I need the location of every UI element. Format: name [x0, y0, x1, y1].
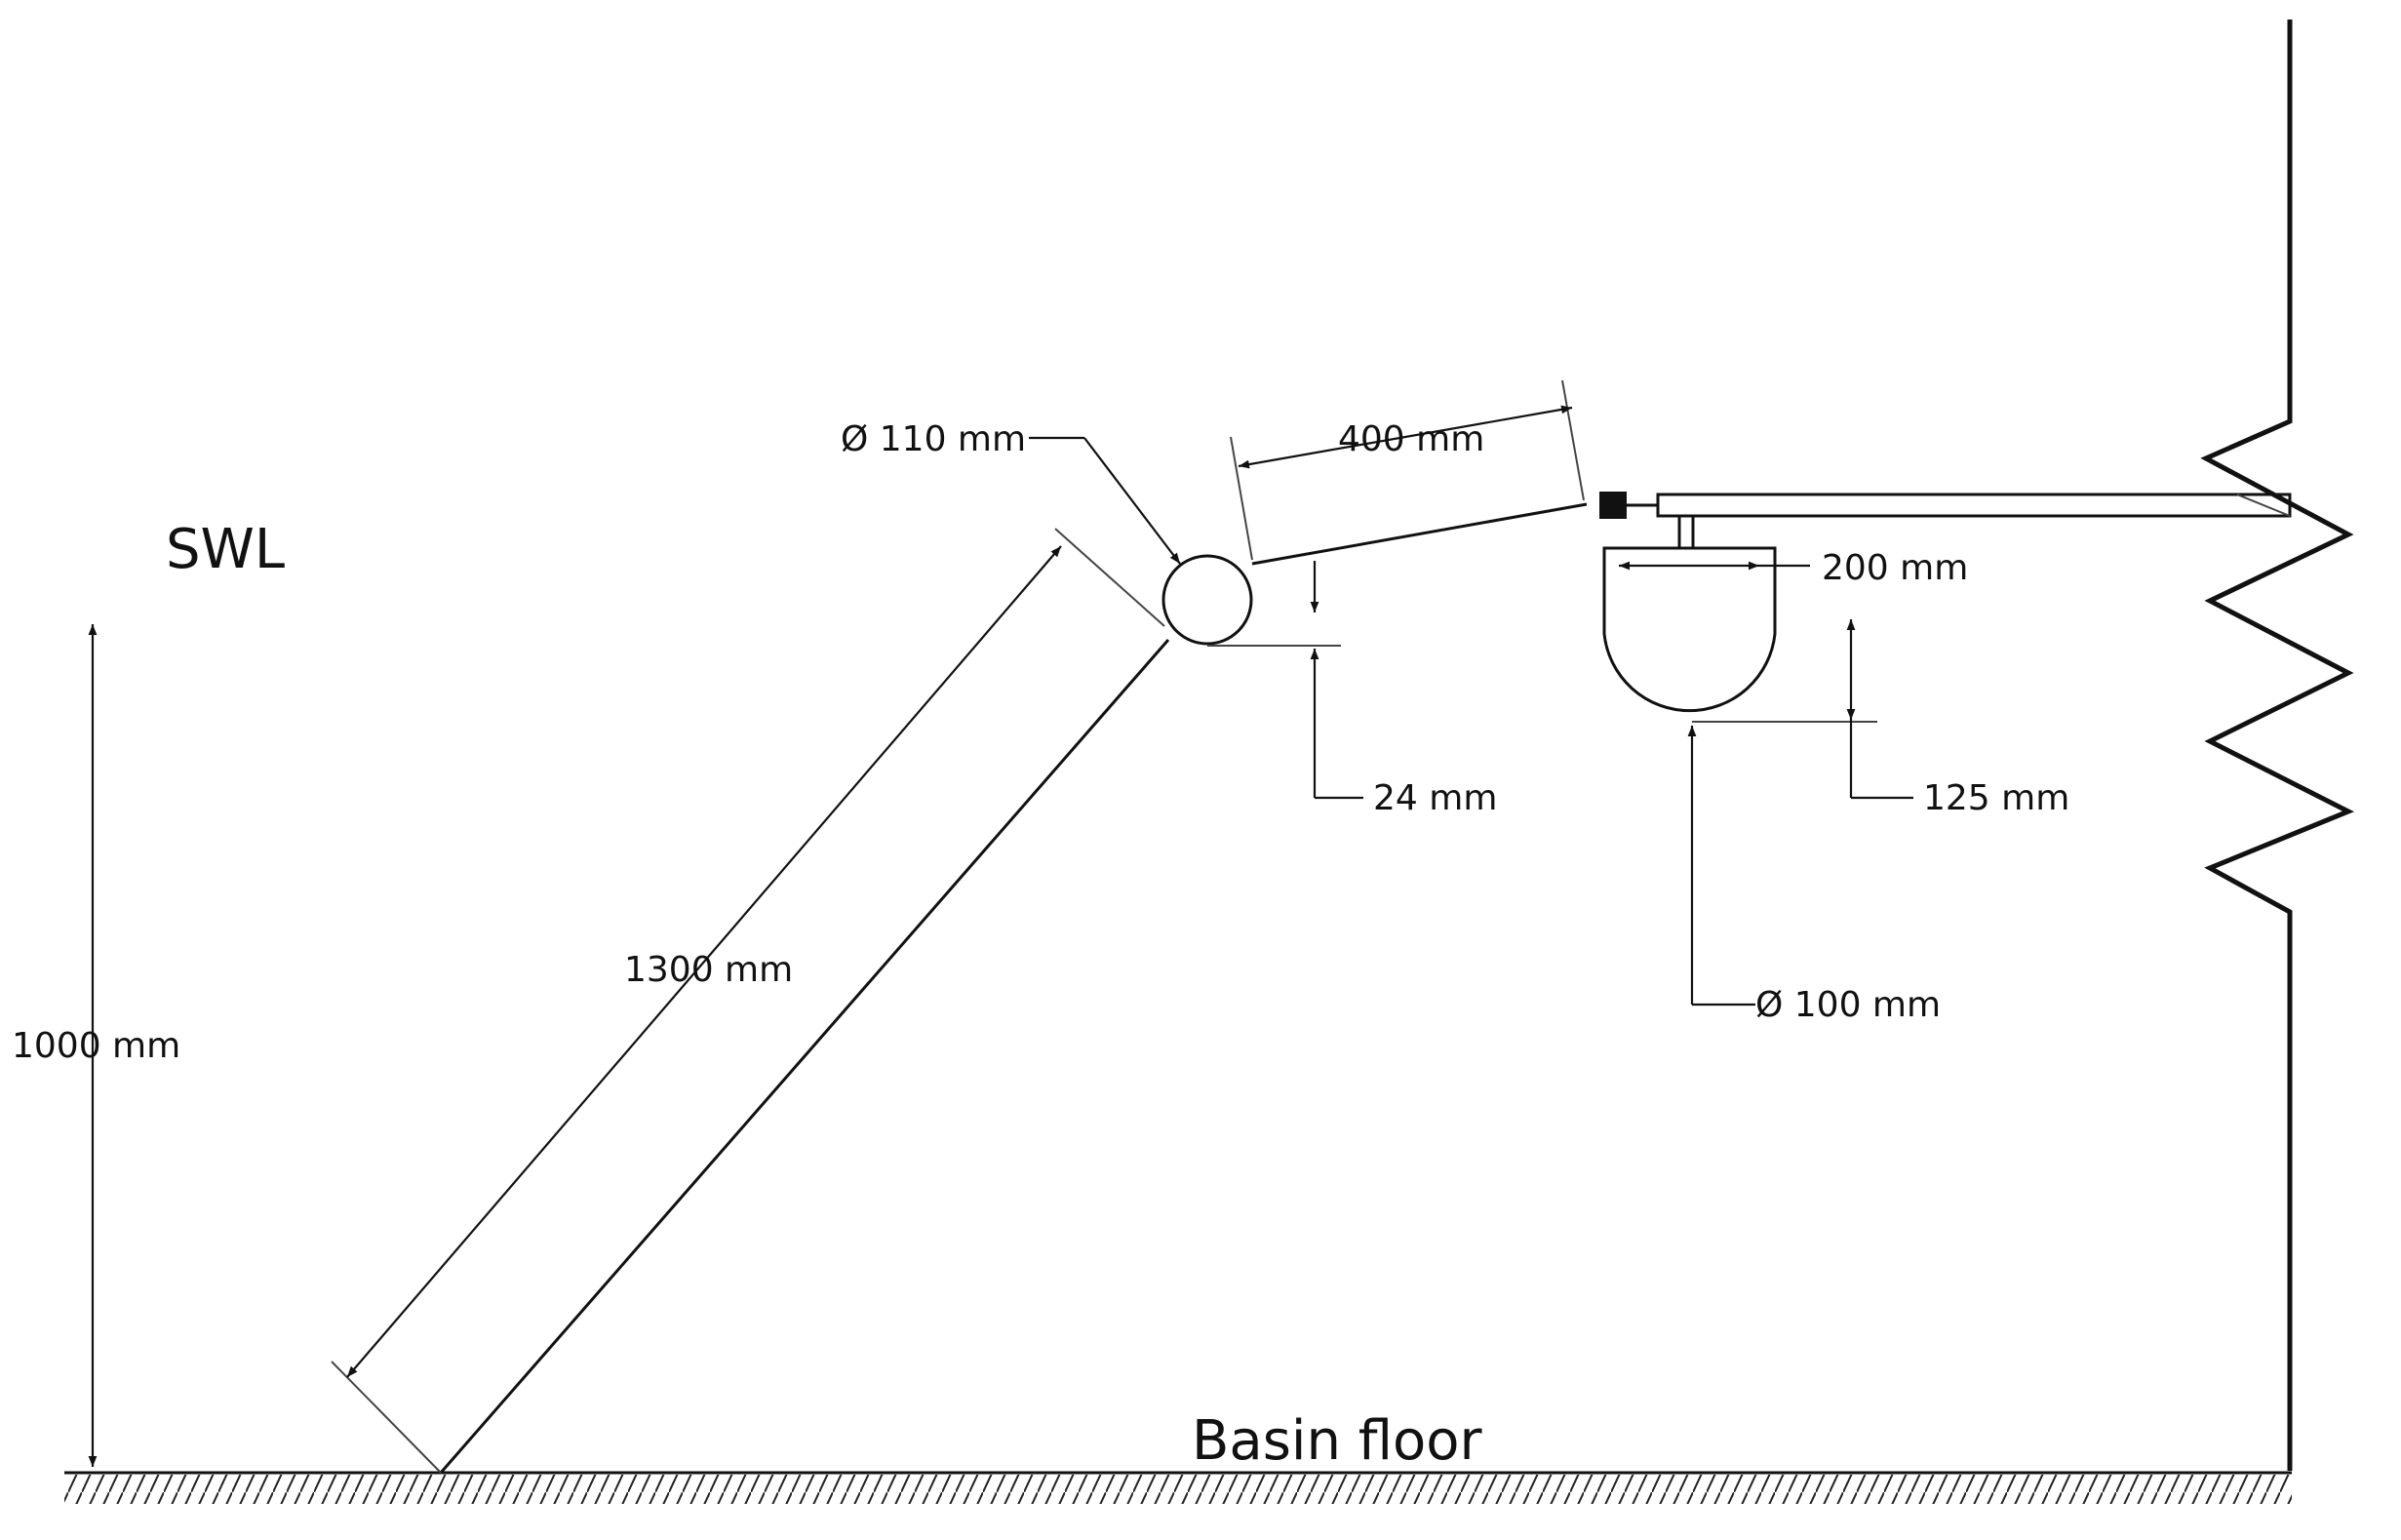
ramp-length-label: 1300 mm	[624, 950, 793, 990]
sloped-ramp	[331, 528, 1170, 1474]
buoy	[1602, 516, 1777, 713]
support-tube	[1656, 493, 2292, 518]
swl-label: SWL	[166, 518, 285, 581]
hinge-block	[1599, 492, 1627, 519]
buoy-width-label: 200 mm	[1822, 548, 1968, 588]
float-diameter-label: Ø 110 mm	[841, 419, 1026, 459]
basin-floor-label: Basin floor	[1192, 1409, 1483, 1473]
float-sphere	[1161, 554, 1253, 646]
float-offset-label: 24 mm	[1373, 778, 1497, 818]
buoy-diameter-leader	[1687, 726, 1755, 1007]
buoy-depth-label: 125 mm	[1923, 778, 2069, 818]
basin-wall	[2200, 20, 2355, 1471]
arm-length-dimension	[1230, 379, 1585, 561]
arm-length-label: 400 mm	[1338, 419, 1484, 459]
buoy-diameter-label: Ø 100 mm	[1755, 985, 1941, 1025]
water-depth-label: 1000 mm	[12, 1026, 180, 1066]
buoy-depth-dimension	[1692, 619, 1913, 800]
connecting-arm	[1251, 502, 1588, 566]
basin-floor	[64, 1471, 2292, 1504]
float-offset-dimension	[1207, 561, 1363, 800]
